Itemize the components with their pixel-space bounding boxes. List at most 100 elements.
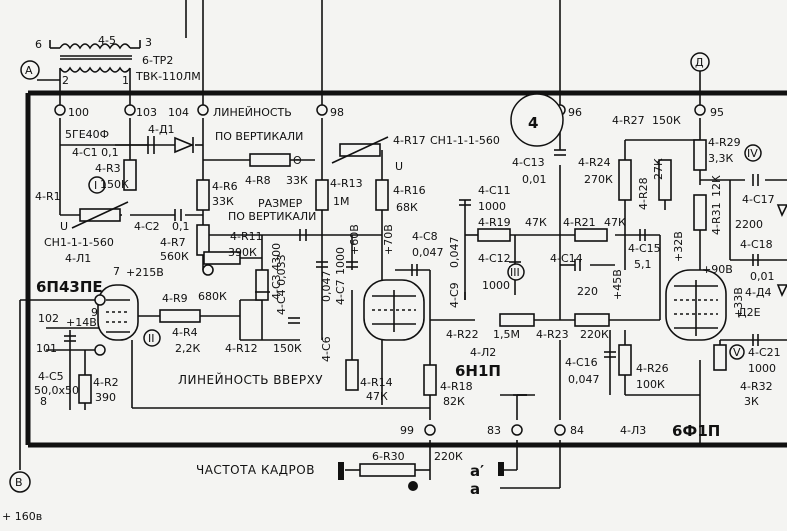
label-4-l2: 4-Л2 <box>470 346 496 359</box>
label-33v: +33В <box>732 287 745 318</box>
label-4-c7: 4-С7 <box>334 279 347 305</box>
label-4-r27: 4-R27 <box>612 114 645 127</box>
label-33k-b: 33К <box>212 195 234 208</box>
label-47k-c: 47К <box>366 390 388 403</box>
label-101: 101 <box>36 342 57 355</box>
label-4-d1: 4-Д1 <box>148 123 175 136</box>
label-A: А <box>25 64 33 77</box>
label-4-r32: 4-R32 <box>740 380 773 393</box>
label-68k: 68К <box>396 201 418 214</box>
label-60v: +60В <box>348 224 361 255</box>
label-4-c12: 4-С12 <box>478 252 511 265</box>
label-1: 1 <box>122 74 129 87</box>
label-IV: IV <box>747 147 758 160</box>
label-4-c18: 4-С18 <box>740 238 773 251</box>
label-4-c8: 4-С8 <box>412 230 438 243</box>
label-2200: 2200 <box>735 218 763 231</box>
label-27k: 27К <box>652 158 665 180</box>
label-4-r26: 4-R26 <box>636 362 669 375</box>
label-4-c9: 4-С9 <box>448 282 461 308</box>
label-4-r8: 4-R8 <box>245 174 271 187</box>
label-4-c13: 4-С13 <box>512 156 545 169</box>
label-0047-c: 0,047 <box>568 373 600 386</box>
label-4-r7: 4-R7 <box>160 236 186 249</box>
label-103: 103 <box>136 106 157 119</box>
tube-6p43pe <box>97 284 139 341</box>
tube-6f1p <box>665 269 727 341</box>
label-chastota-kadrov: ЧАСТОТА КАДРОВ <box>196 463 315 477</box>
label-0047-a: 0,047 <box>412 246 444 259</box>
label-4-c3: 4-С3 4300 <box>270 243 283 300</box>
label-32v: +32В <box>672 231 685 262</box>
label-4-r17: 4-R17 <box>393 134 426 147</box>
label-4-r16: 4-R16 <box>393 184 426 197</box>
label-4-r28: 4-R28 <box>637 177 650 210</box>
label-47k-b: 47К <box>604 216 626 229</box>
label-220k: 220К <box>580 328 609 341</box>
label-4-r18: 4-R18 <box>440 380 473 393</box>
label-104: 104 <box>168 106 189 119</box>
label-5050: 50,0х50 <box>34 384 79 397</box>
label-390k: 390К <box>228 246 257 259</box>
label-100k: 100К <box>636 378 665 391</box>
label-220: 220 <box>577 285 598 298</box>
label-12k: 12К <box>710 175 723 197</box>
terminals <box>9 52 710 493</box>
label-160v: + 160в <box>2 510 42 523</box>
label-4-5: 4-5 <box>98 34 116 47</box>
label-4-c6: 4-С6 <box>320 336 333 362</box>
label-47k-a: 47К <box>525 216 547 229</box>
label-4-c11: 4-С11 <box>478 184 511 197</box>
label-215v: +215В <box>126 266 164 279</box>
label-51: 5,1 <box>634 258 652 271</box>
label-1000-c: 1000 <box>482 279 510 292</box>
label-96: 96 <box>568 106 582 119</box>
components <box>64 136 787 491</box>
label-po-vertikali: ПО ВЕРТИКАЛИ <box>215 130 303 143</box>
label-70v: +70В <box>382 224 395 255</box>
label-01-a: 0,1 <box>172 220 190 233</box>
label-4-r13: 4-R13 <box>330 177 363 190</box>
label-4-r24: 4-R24 <box>578 156 611 169</box>
label-4-r3: 4-R3 <box>95 162 121 175</box>
label-1000-a: 1000 <box>334 247 347 275</box>
label-4-r29: 4-R29 <box>708 136 741 149</box>
label-4-l3: 4-Л3 <box>620 424 646 437</box>
label-4-r31: 4-R31 <box>710 202 723 235</box>
label-83: 83 <box>487 424 501 437</box>
label-4-r1: 4-R1 <box>35 190 61 203</box>
board-number: 4 <box>528 114 538 132</box>
label-6-r30: 6-R30 <box>372 450 405 463</box>
label-100: 100 <box>68 106 89 119</box>
labels: 6 4-5 3 6-ТР2 А 2 1 ТВК-110ЛМ 100 103 10… <box>2 34 781 523</box>
label-4-c17: 4-С17 <box>742 193 775 206</box>
label-4-r19: 4-R19 <box>478 216 511 229</box>
transformer-6tp2 <box>49 40 141 78</box>
label-047: 0,047 <box>320 271 333 303</box>
label-1m: 1М <box>333 195 350 208</box>
label-5ge40f: 5ГЕ40Ф <box>65 128 109 141</box>
label-390: 390 <box>95 391 116 404</box>
label-4-d4: 4-Д4 <box>745 286 772 299</box>
label-4-r23: 4-R23 <box>536 328 569 341</box>
label-a-prime: а′ <box>470 462 484 480</box>
label-V: V <box>733 346 741 359</box>
label-15m: 1,5М <box>493 328 520 341</box>
label-4-c1: 4-С1 0,1 <box>72 146 119 159</box>
label-22k: 2,2К <box>175 342 200 355</box>
label-d2e: Д2Е <box>738 306 761 319</box>
board-frame <box>25 90 787 448</box>
label-6f1p: 6Ф1П <box>672 422 720 440</box>
label-102: 102 <box>38 312 59 325</box>
label-6n1p: 6Н1П <box>455 362 501 380</box>
label-pin-9: 9 <box>91 306 98 319</box>
label-1000-b: 1000 <box>478 200 506 213</box>
label-150k-c: 150К <box>273 342 302 355</box>
label-90v: +90В <box>702 263 733 276</box>
label-pin-8: 8 <box>40 395 47 408</box>
label-98: 98 <box>330 106 344 119</box>
tube-6n1p <box>363 279 425 341</box>
label-270k: 270К <box>584 173 613 186</box>
label-82k: 82К <box>443 395 465 408</box>
label-po-vertikali-2: ПО ВЕРТИКАЛИ <box>228 210 316 223</box>
